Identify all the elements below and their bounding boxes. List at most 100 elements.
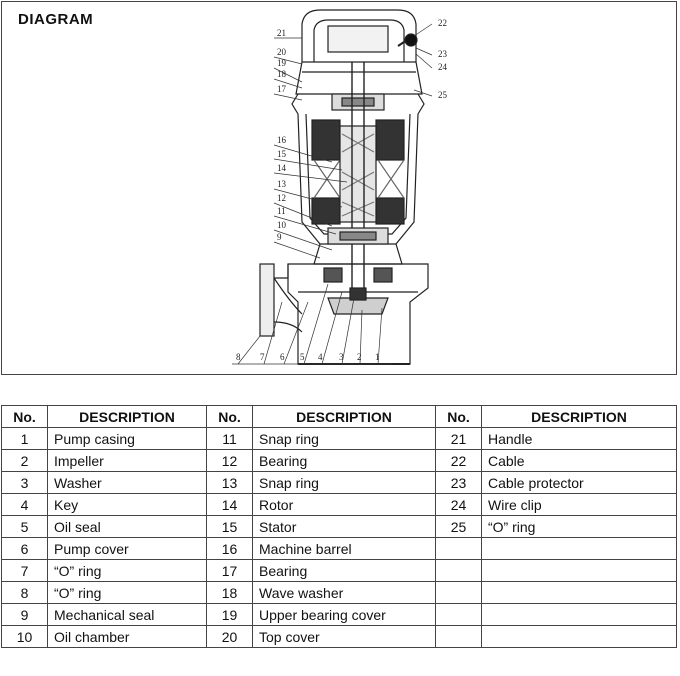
part-number-cell bbox=[435, 625, 482, 648]
header-no-2: No. bbox=[206, 405, 253, 428]
stator-upper-right bbox=[375, 119, 405, 161]
callout-16: 16 bbox=[277, 135, 287, 145]
part-number-cell: 17 bbox=[206, 559, 253, 582]
part-description-cell: Upper bearing cover bbox=[252, 603, 436, 626]
parts-table-header: No. DESCRIPTION No. DESCRIPTION No. DESC… bbox=[1, 405, 677, 428]
part-number-cell: 19 bbox=[206, 603, 253, 626]
part-number-cell: 25 bbox=[435, 515, 482, 538]
part-description-cell: Key bbox=[47, 493, 207, 516]
diagram-title: DIAGRAM bbox=[18, 11, 94, 28]
part-description-cell: Bearing bbox=[252, 449, 436, 472]
part-description-cell bbox=[481, 603, 677, 626]
callout-6: 6 bbox=[280, 352, 285, 362]
stator-lower-right bbox=[375, 197, 405, 225]
part-description-cell: Wire clip bbox=[481, 493, 677, 516]
header-description-1: DESCRIPTION bbox=[47, 405, 207, 428]
part-number-cell: 8 bbox=[1, 581, 48, 604]
callout-5: 5 bbox=[300, 352, 305, 362]
callout-11: 11 bbox=[277, 206, 286, 216]
part-description-cell: Bearing bbox=[252, 559, 436, 582]
part-description-cell: Machine barrel bbox=[252, 537, 436, 560]
part-number-cell: 9 bbox=[1, 603, 48, 626]
callout-25: 25 bbox=[438, 90, 448, 100]
part-description-cell: Rotor bbox=[252, 493, 436, 516]
part-number-cell: 13 bbox=[206, 471, 253, 494]
header-no-3: No. bbox=[435, 405, 482, 428]
pump-cross-section-drawing: 21 20 19 18 17 16 15 14 13 12 11 10 9 22… bbox=[232, 9, 448, 365]
part-description-cell: “O” ring bbox=[481, 515, 677, 538]
part-number-cell: 12 bbox=[206, 449, 253, 472]
part-number-cell: 21 bbox=[435, 427, 482, 450]
part-number-cell bbox=[435, 581, 482, 604]
part-description-cell: Wave washer bbox=[252, 581, 436, 604]
callout-24: 24 bbox=[438, 62, 448, 72]
handle-outline bbox=[301, 9, 417, 62]
impeller-shape bbox=[327, 297, 389, 315]
discharge-flange bbox=[259, 263, 275, 337]
callout-19: 19 bbox=[277, 58, 287, 68]
part-number-cell: 14 bbox=[206, 493, 253, 516]
part-number-cell: 2 bbox=[1, 449, 48, 472]
callout-1: 1 bbox=[375, 352, 380, 362]
header-no-1: No. bbox=[1, 405, 48, 428]
part-number-cell: 18 bbox=[206, 581, 253, 604]
callout-13: 13 bbox=[277, 179, 287, 189]
part-description-cell: Washer bbox=[47, 471, 207, 494]
callout-15: 15 bbox=[277, 149, 287, 159]
part-number-cell: 5 bbox=[1, 515, 48, 538]
part-description-cell: Handle bbox=[481, 427, 677, 450]
part-description-cell bbox=[481, 581, 677, 604]
part-description-cell bbox=[481, 625, 677, 648]
part-number-cell: 15 bbox=[206, 515, 253, 538]
top-cover-outline bbox=[295, 61, 423, 95]
part-description-cell: Cable bbox=[481, 449, 677, 472]
callout-8: 8 bbox=[236, 352, 241, 362]
part-description-cell: Snap ring bbox=[252, 427, 436, 450]
part-description-cell: Top cover bbox=[252, 625, 436, 648]
header-description-2: DESCRIPTION bbox=[252, 405, 436, 428]
part-number-cell bbox=[435, 603, 482, 626]
part-number-cell: 22 bbox=[435, 449, 482, 472]
callout-9: 9 bbox=[277, 232, 282, 242]
part-number-cell: 1 bbox=[1, 427, 48, 450]
part-description-cell: Impeller bbox=[47, 449, 207, 472]
part-description-cell: “O” ring bbox=[47, 559, 207, 582]
callout-18: 18 bbox=[277, 69, 287, 79]
part-number-cell: 20 bbox=[206, 625, 253, 648]
callout-21: 21 bbox=[277, 28, 286, 38]
part-description-cell bbox=[481, 537, 677, 560]
callout-20: 20 bbox=[277, 47, 287, 57]
callout-3: 3 bbox=[339, 352, 344, 362]
part-description-cell bbox=[481, 559, 677, 582]
part-number-cell: 6 bbox=[1, 537, 48, 560]
part-description-cell: Pump cover bbox=[47, 537, 207, 560]
part-description-cell: Oil seal bbox=[47, 515, 207, 538]
callout-22: 22 bbox=[438, 18, 447, 28]
part-number-cell: 10 bbox=[1, 625, 48, 648]
mechanical-seal-left bbox=[323, 267, 343, 283]
callout-4: 4 bbox=[318, 352, 323, 362]
callout-23: 23 bbox=[438, 49, 448, 59]
part-number-cell: 24 bbox=[435, 493, 482, 516]
part-number-cell: 16 bbox=[206, 537, 253, 560]
cable-protector-shape bbox=[404, 33, 418, 47]
callout-12: 12 bbox=[277, 193, 286, 203]
callout-17: 17 bbox=[277, 84, 287, 94]
oil-chamber-outline bbox=[313, 243, 403, 265]
part-description-cell: Cable protector bbox=[481, 471, 677, 494]
part-description-cell: Snap ring bbox=[252, 471, 436, 494]
stator-upper-left bbox=[311, 119, 341, 161]
part-number-cell: 4 bbox=[1, 493, 48, 516]
part-description-cell: “O” ring bbox=[47, 581, 207, 604]
mechanical-seal-right bbox=[373, 267, 393, 283]
parts-table: No. DESCRIPTION No. DESCRIPTION No. DESC… bbox=[1, 405, 677, 648]
header-description-3: DESCRIPTION bbox=[481, 405, 677, 428]
